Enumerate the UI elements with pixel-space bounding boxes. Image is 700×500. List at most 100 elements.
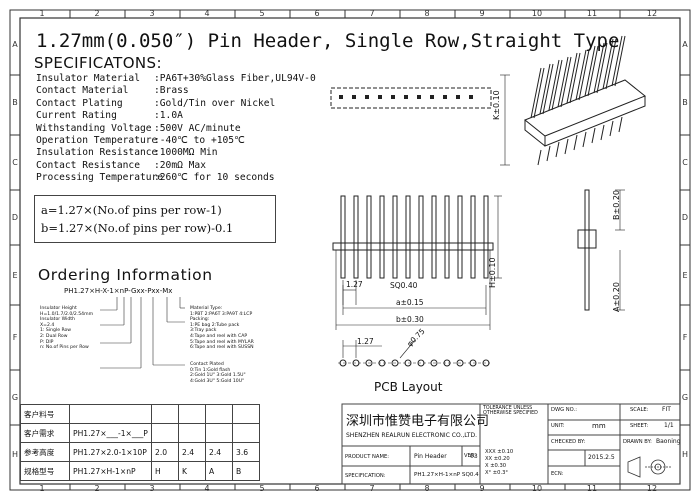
note-line: 5:Tape and reel with MYLAR: [190, 339, 254, 345]
sheet-label: SHEET:: [630, 423, 649, 429]
grid-col-label: 4: [204, 484, 209, 493]
ordering-plated-notes: Contact Plated 0:Tin 1:Gold flash 2:Gold…: [190, 362, 246, 384]
specifications-heading: SPECIFICATONS:: [34, 54, 162, 72]
note-line: 4:Tape and reel with CAP: [190, 333, 248, 339]
grid-col-label: 12: [647, 9, 657, 18]
table-cell: 参考高度: [20, 442, 70, 462]
dim-a015: a±0.15: [396, 298, 424, 307]
table-cell: H: [151, 461, 179, 481]
table-row: 规格型号 PH1.27×H-1×nP H K A B: [20, 461, 260, 481]
table-cell: 客户料号: [20, 404, 70, 424]
grid-col-label: 3: [149, 9, 154, 18]
spec-row: Withstanding Voltage:500V AC/minute: [36, 123, 316, 135]
table-cell: [232, 423, 260, 443]
spec-value: :Brass: [154, 85, 189, 97]
checked-by-label: CHECKED BY:: [551, 439, 586, 445]
product-name-label: PRODUCT NAME:: [345, 454, 389, 460]
formula-a: a=1.27×(No.of pins per row-1): [41, 203, 222, 217]
table-row: 参考高度 PH1.27×2.0-1×10P 2.0 2.4 2.4 3.6: [20, 442, 260, 462]
spec-value: :500V AC/minute: [154, 122, 241, 134]
grid-col-label: 9: [479, 484, 484, 493]
company-name-en: SHENZHEN REALRUN ELECTRONIC CO.,LTD.: [346, 432, 477, 439]
grid-col-label: 10: [532, 9, 542, 18]
grid-row-label: C: [682, 158, 688, 167]
order-table: 客户料号 客户需求 PH1.27×___-1×___P 参考高度 PH1.27×…: [20, 404, 260, 481]
ver-value: 03: [470, 453, 478, 460]
table-cell: B: [232, 461, 260, 481]
grid-col-label: 4: [204, 9, 209, 18]
table-cell: [151, 404, 179, 424]
spec-value: :-40℃ to +105℃: [154, 135, 245, 147]
product-name: Pin Header: [414, 453, 447, 460]
unit-label: UNIT:: [551, 423, 565, 429]
grid-row-label: E: [682, 271, 687, 280]
table-cell: [205, 423, 233, 443]
grid-row-label: G: [12, 393, 18, 402]
pcb-layout-label: PCB Layout: [374, 380, 443, 394]
spec-key: Insulator Material: [36, 73, 140, 84]
grid-col-label: 2: [94, 9, 99, 18]
spec-value: :260℃ for 10 seconds: [154, 172, 275, 184]
spec-row: Insulation Resistance:1000MΩ Min: [36, 147, 316, 159]
grid-col-label: 1: [39, 484, 44, 493]
ordering-leader-lines: [100, 297, 185, 369]
spec-row: Insulator Material :PA6T+30%Glass Fiber,U…: [36, 73, 316, 85]
tolerance-line: X° ±0.3°: [485, 470, 508, 476]
dim-h: H±0.10: [488, 257, 497, 288]
grid-col-label: 7: [369, 484, 374, 493]
table-cell: 2.0: [151, 442, 179, 462]
spec-row: Contact Resistance:20mΩ Max: [36, 160, 316, 172]
grid-row-label: E: [12, 271, 17, 280]
side-view-drawing: [577, 189, 625, 311]
spec-row: Operation Temperature:-40℃ to +105℃: [36, 135, 316, 147]
spec-value: :PA6T+30%Glass Fiber,UL94V-0: [154, 73, 316, 84]
dim-sq: SQ0.40: [390, 281, 418, 290]
table-cell: PH1.27×H-1×nP: [69, 461, 152, 481]
note-line: H=1.0/1.7/2.0/2.54mm: [40, 311, 94, 317]
note-line: 2:Gold 1U" 3:Gold 1.5U": [190, 373, 246, 379]
dim-pitch: 1.27: [346, 280, 363, 289]
dim-a: A±0.20: [612, 282, 621, 312]
note-line: 1:PBT 2:PA6T 3:PA9T 4:LCP: [190, 311, 253, 317]
table-cell: 2.4: [205, 442, 233, 462]
spec-key: Contact Resistance: [36, 159, 140, 171]
spec-label: SPECIFICATION:: [345, 473, 386, 479]
note-line: Insulator Height: [40, 306, 77, 311]
tolerance-line: XXX ±0.10: [485, 449, 514, 455]
spec-key: Processing Temperature: [36, 172, 164, 184]
table-cell: [205, 404, 233, 424]
projection-symbol-icon: [627, 456, 672, 478]
grid-col-label: 8: [424, 484, 429, 493]
note-line: 6:Tape and reel with SUSSN: [190, 345, 254, 351]
scale-value: FIT: [662, 406, 671, 413]
dim-b030: b±0.30: [396, 315, 424, 324]
note-line: 2: Dual Row: [40, 333, 68, 339]
grid-row-label: G: [682, 393, 688, 402]
spec-key: Withstanding Voltage: [36, 122, 152, 134]
spec-key: Insulation Resistance: [36, 147, 158, 159]
spec-row: Contact Plating:Gold/Tin over Nickel: [36, 98, 316, 110]
grid-row-label: D: [682, 213, 688, 222]
grid-row-label: A: [12, 40, 18, 49]
company-name-cn: 深圳市惟赞电子有限公司: [346, 414, 490, 429]
note-line: 3:Tray pack: [190, 328, 217, 334]
table-row: 客户需求 PH1.27×___-1×___P: [20, 423, 260, 443]
note-line: X=2.4: [40, 322, 55, 328]
table-cell: K: [178, 461, 206, 481]
grid-col-label: 8: [424, 9, 429, 18]
table-row: 客户料号: [20, 404, 260, 424]
spec-row: Current Rating:1.0A: [36, 110, 316, 122]
dim-pcb-pitch: 1.27: [357, 337, 374, 346]
spec-row: Contact Material:Brass: [36, 85, 316, 97]
note-line: n: No.of Pins per Row: [40, 345, 89, 351]
drawn-by-label: DRAWN BY:: [623, 439, 652, 445]
note-line: P: DIP: [40, 339, 54, 345]
note-line: Contact Plated: [190, 362, 224, 367]
table-cell: [151, 423, 179, 443]
top-view-drawing: [330, 87, 492, 109]
isometric-view-drawing: [524, 35, 646, 166]
table-cell: 客户需求: [20, 423, 70, 443]
ordering-code: PH1.27×H-X-1×nP-Gxx-Pxx-Mx: [64, 287, 173, 295]
page-title: 1.27mm(0.050″) Pin Header, Single Row,St…: [36, 30, 620, 52]
grid-col-label: 5: [259, 9, 264, 18]
